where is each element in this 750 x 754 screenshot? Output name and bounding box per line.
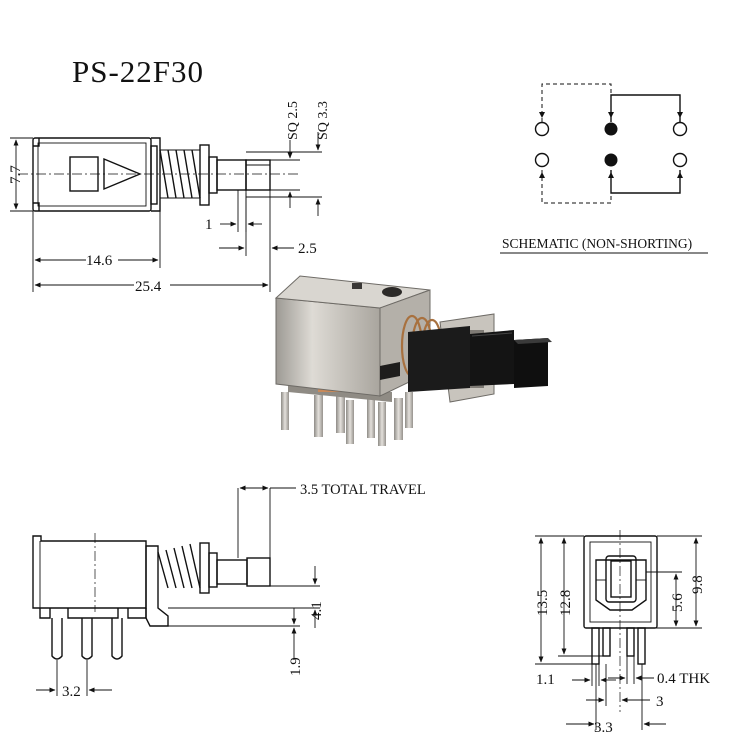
dim-thickness-label: 0.4 THK (657, 671, 710, 687)
dim-2-5-label: 2.5 (298, 241, 317, 257)
part-number-title: PS-22F30 (72, 54, 204, 89)
terminal-icon (672, 121, 688, 137)
dim-height-label: 7.7 (8, 165, 24, 184)
terminal-icon (534, 121, 550, 137)
product-photo (274, 275, 552, 446)
terminal-icon (672, 152, 688, 168)
dim-sq-small-label: SQ 2.5 (286, 101, 301, 140)
dim-body-length-label: 14.6 (86, 253, 113, 269)
dim-3-label: 3 (656, 694, 664, 710)
dim-pin-pitch-label: 3.2 (62, 684, 81, 700)
side-view: 3.5 TOTAL TRAVEL 4.1 1.9 3.2 (32, 482, 426, 700)
schematic: SCHEMATIC (NON-SHORTING) (500, 83, 708, 254)
dim-1-9-label: 1.9 (288, 657, 304, 676)
schematic-caption: SCHEMATIC (NON-SHORTING) (502, 236, 692, 251)
dim-total-length-label: 25.4 (135, 279, 162, 295)
dim-1-label: 1 (205, 217, 213, 233)
common-terminal-icon (604, 153, 618, 167)
top-view: 7.7 SQ 2.5 SQ 3.3 1 2.5 14.6 25.4 (8, 101, 331, 295)
dim-12-8-label: 12.8 (558, 590, 574, 616)
common-terminal-icon (604, 122, 618, 136)
dim-4-1-label: 4.1 (309, 601, 325, 620)
dim-travel-label: 3.5 TOTAL TRAVEL (300, 482, 426, 498)
dim-1-1-label: 1.1 (536, 672, 555, 688)
dim-13-5-label: 13.5 (535, 590, 551, 616)
dim-5-6-label: 5.6 (670, 593, 686, 612)
dim-9-8-label: 9.8 (690, 575, 706, 594)
dim-3-3-label: 3.3 (594, 720, 613, 736)
end-view: 13.5 12.8 9.8 5.6 1.1 0.4 THK 3 (535, 530, 710, 736)
dim-sq-large-label: SQ 3.3 (316, 101, 331, 140)
terminal-icon (534, 152, 550, 168)
